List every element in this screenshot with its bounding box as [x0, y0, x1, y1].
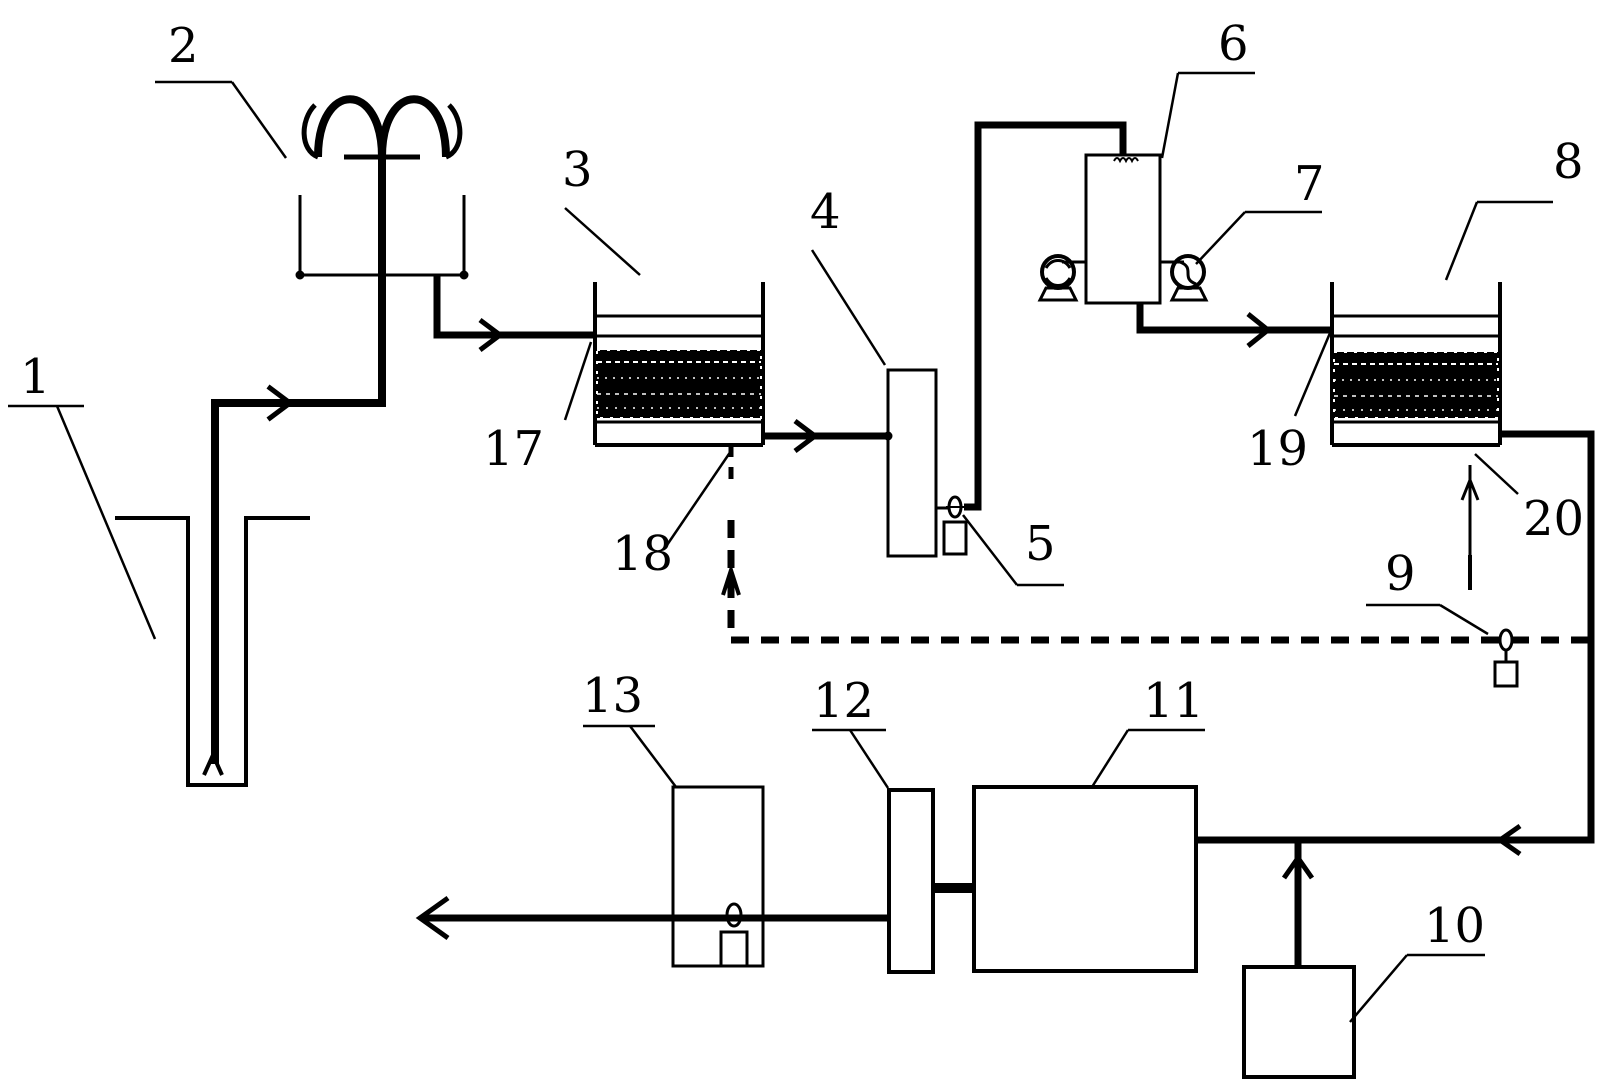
label-7: 7: [1294, 156, 1325, 212]
label-13: 13: [582, 668, 643, 724]
blower-7: [1169, 254, 1209, 302]
label-5: 5: [1025, 516, 1056, 572]
dosing-tank-6: [1062, 153, 1184, 305]
pump-5: [936, 495, 968, 556]
label-10: 10: [1424, 898, 1485, 954]
pipe-pump5-to-tank6: [964, 121, 1127, 511]
flow-arrow-icon: [1495, 823, 1522, 857]
outlet-pipe: [415, 895, 889, 941]
filter-tank-8: [1330, 282, 1502, 447]
filter-tank-3: [593, 282, 765, 447]
pipe-filter3-to-tank4: [763, 419, 893, 453]
label-19: 19: [1247, 421, 1308, 477]
tank-13: [671, 785, 765, 968]
flow-arrow-icon: [415, 895, 450, 941]
flow-arrow-icon: [266, 384, 295, 422]
sludge-tank-11: [972, 785, 1198, 973]
pipe-well-to-aerator: [211, 153, 386, 764]
spray-aerator-2: [295, 95, 469, 280]
label-4: 4: [810, 184, 841, 240]
label-9: 9: [1385, 546, 1416, 602]
flow-arrow-icon: [793, 419, 820, 453]
press-12: [887, 788, 974, 974]
label-6: 6: [1218, 16, 1249, 72]
label-12: 12: [813, 673, 874, 729]
label-1: 1: [20, 349, 51, 405]
pipe-filter8-to-tank11: [1196, 430, 1595, 857]
label-2: 2: [168, 18, 199, 74]
leader-lines: [8, 71, 1553, 1023]
pipe-tank6-to-filter8: [1136, 303, 1332, 348]
backwash-line-dashed: [721, 445, 1591, 644]
label-11: 11: [1143, 673, 1204, 729]
label-8: 8: [1553, 134, 1584, 190]
flow-arrow-icon: [478, 318, 505, 352]
label-3: 3: [562, 142, 593, 198]
label-17: 17: [483, 421, 544, 477]
tank-4: [886, 368, 938, 558]
number-labels: 1 2 3 4 5 6 7 8 9 10 11 12 13 17 18 19 2…: [20, 16, 1584, 954]
flow-arrow-icon: [1246, 312, 1273, 348]
backwash-pump-9: [1493, 628, 1519, 688]
dosing-box-10: [1242, 840, 1356, 1079]
label-18: 18: [612, 526, 673, 582]
blower-left-icon: [1037, 254, 1079, 302]
pipe-aerator-to-filter3: [433, 275, 595, 352]
label-20: 20: [1523, 491, 1584, 547]
